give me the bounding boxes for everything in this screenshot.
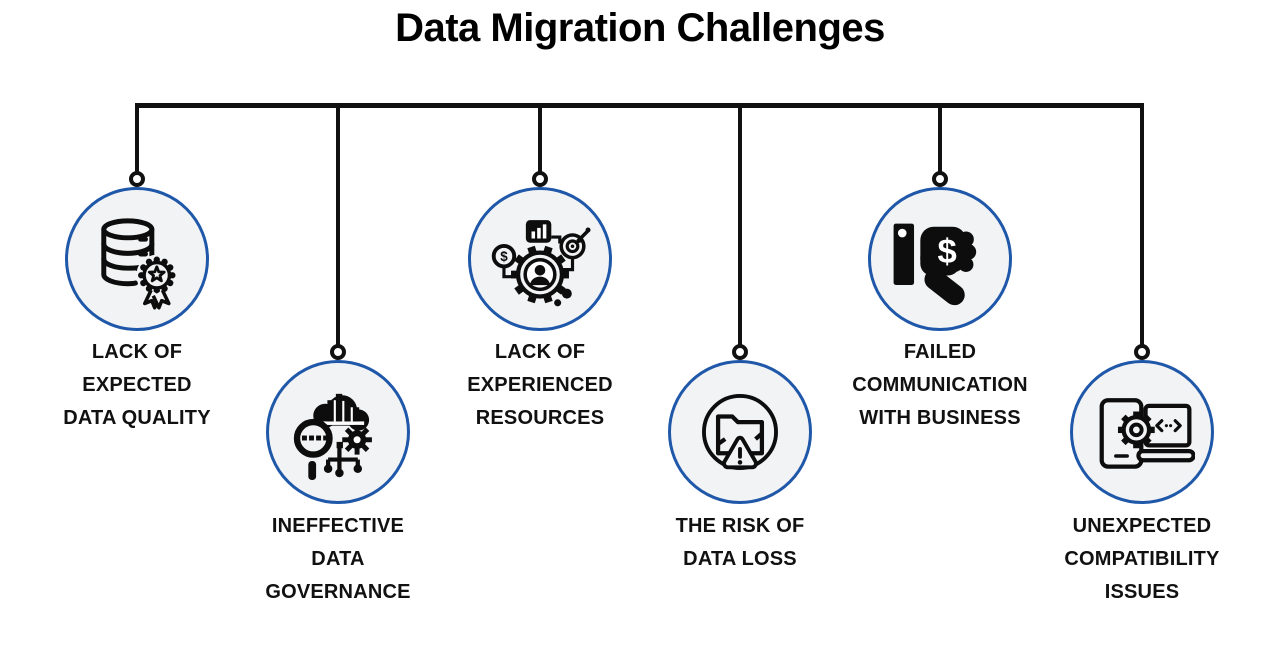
challenge-circle-data-quality	[65, 187, 209, 331]
cloud-slit	[323, 421, 365, 425]
warning-triangle-shape	[722, 435, 758, 470]
connector-drop-4	[738, 103, 742, 346]
compatibility-issues-icon	[1099, 398, 1195, 469]
bar-chart-shape	[327, 393, 360, 422]
connector-drop-6	[1140, 103, 1144, 346]
connector-ring-6	[1134, 344, 1150, 360]
award-badge-shape	[136, 254, 178, 310]
challenge-label-data-loss: THE RISK OF DATA LOSS	[675, 515, 805, 570]
decorative-dot	[561, 288, 572, 299]
report-chart-shape	[525, 220, 552, 243]
connector-drop-2	[336, 103, 340, 346]
gear-shape	[1117, 411, 1155, 449]
challenge-label-compatibility: UNEXPECTED COMPATIBILITY ISSUES	[1064, 515, 1220, 603]
svg-text:$: $	[500, 249, 508, 264]
challenge-circle-communication: $	[868, 187, 1012, 331]
code-dot	[1164, 424, 1168, 428]
target-arrow-shape	[559, 227, 591, 260]
database-quality-icon	[101, 218, 178, 310]
gear-shape	[342, 424, 372, 455]
network-tree-shape	[323, 441, 363, 478]
gear-person-shape	[511, 245, 569, 304]
connector-drop-1	[135, 103, 139, 173]
connector-horizontal-line	[135, 103, 1144, 108]
laptop-base-shape	[1136, 448, 1195, 463]
dollar-sign: $	[937, 233, 956, 271]
magnifier-shape	[293, 418, 333, 481]
code-dot	[1169, 424, 1173, 428]
dollar-coin-shape: $	[491, 243, 517, 269]
failed-communication-icon: $	[893, 223, 977, 306]
challenge-label-communication: FAILED COMMUNICATION WITH BUSINESS	[852, 341, 1028, 429]
decorative-dot	[554, 299, 562, 307]
connector-ring-4	[732, 344, 748, 360]
data-governance-icon	[293, 393, 372, 481]
data-loss-icon	[702, 394, 778, 470]
connector-drop-3	[538, 103, 542, 173]
connector-ring-3	[532, 171, 548, 187]
challenge-circle-compatibility	[1070, 360, 1214, 504]
connector-drop-5	[938, 103, 942, 173]
sleeve-dot	[897, 228, 907, 238]
thumbs-down-shape	[893, 223, 977, 306]
connector-ring-2	[330, 344, 346, 360]
challenge-label-resources: LACK OF EXPERIENCED RESOURCES	[467, 341, 613, 429]
challenge-label-governance: INEFFECTIVE DATA GOVERNANCE	[265, 515, 411, 603]
connector-ring-5	[932, 171, 948, 187]
experienced-resources-icon: $	[491, 220, 591, 307]
challenge-circle-data-loss	[668, 360, 812, 504]
folder-shape	[715, 414, 765, 456]
challenge-circle-governance	[266, 360, 410, 504]
database-cylinder-shape	[101, 218, 155, 287]
connector-ring-1	[129, 171, 145, 187]
code-glyph	[1155, 419, 1182, 433]
bar-gaps	[333, 400, 353, 422]
page-title: Data Migration Challenges	[395, 6, 885, 50]
challenge-circle-resources: $	[468, 187, 612, 331]
challenge-label-data-quality: LACK OF EXPECTED DATA QUALITY	[63, 341, 211, 429]
